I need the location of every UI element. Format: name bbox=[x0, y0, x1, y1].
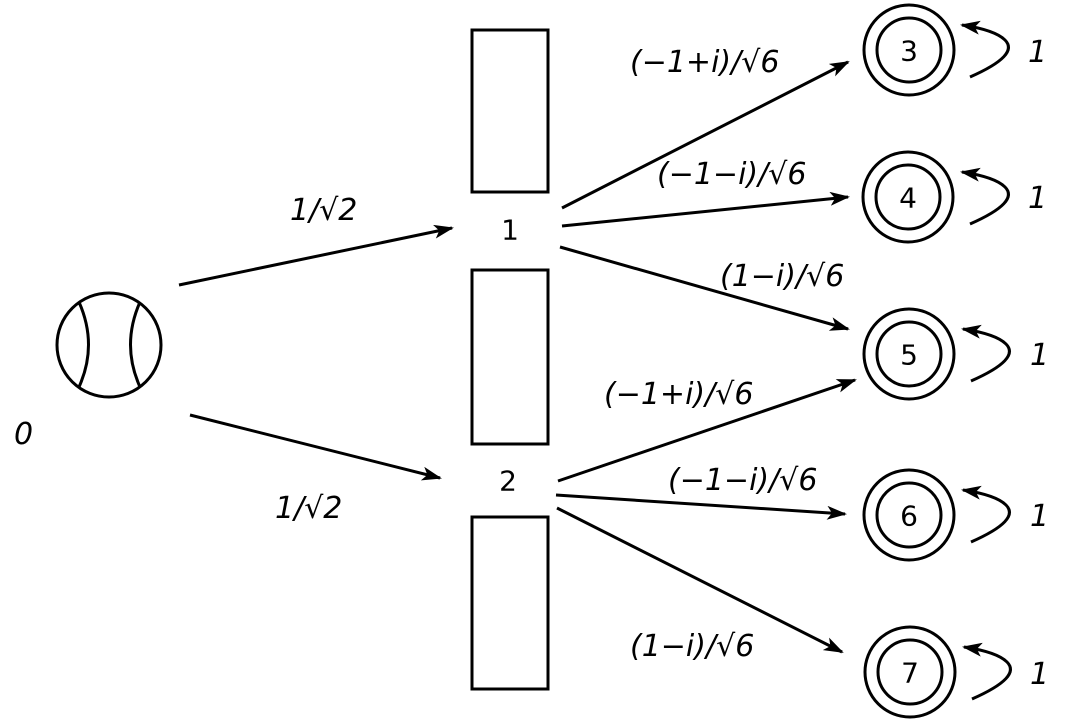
edge-1-5-label: (1−i)/√6 bbox=[720, 259, 844, 294]
edge-2-6-label: (−1−i)/√6 bbox=[668, 463, 817, 498]
edge-2-7-label: (1−i)/√6 bbox=[630, 629, 754, 664]
baseball-icon bbox=[55, 291, 163, 399]
self-loop-5 bbox=[961, 324, 1011, 383]
edge-1-5 bbox=[559, 245, 850, 331]
target-node-3-label: 3 bbox=[900, 35, 918, 68]
slit-1-label: 1 bbox=[501, 214, 519, 247]
target-node-4-label: 4 bbox=[899, 182, 917, 215]
self-loop-6-label: 1 bbox=[1030, 499, 1049, 534]
self-loop-5-label: 1 bbox=[1030, 338, 1049, 373]
edge-2-7 bbox=[556, 506, 844, 654]
edge-1-3-label: (−1+i)/√6 bbox=[630, 45, 779, 80]
self-loop-3-label: 1 bbox=[1028, 35, 1047, 70]
source-label: 0 bbox=[14, 417, 33, 452]
target-node-3: 3 1 bbox=[862, 3, 1047, 97]
edge-0-1-label: 1/√2 bbox=[290, 193, 357, 228]
target-node-7-label: 7 bbox=[901, 657, 919, 690]
edge-0-2-label: 1/√2 bbox=[275, 491, 342, 526]
edge-2-6 bbox=[555, 493, 847, 520]
edge-2-5-label: (−1+i)/√6 bbox=[604, 377, 753, 412]
barrier-wall-bottom bbox=[470, 515, 550, 691]
target-node-5-label: 5 bbox=[900, 339, 918, 372]
edge-0-2 bbox=[189, 413, 442, 481]
self-loop-7 bbox=[962, 642, 1012, 701]
barrier-wall-middle bbox=[470, 268, 550, 446]
barrier-wall-top bbox=[470, 28, 550, 194]
barrier bbox=[470, 28, 550, 691]
slit-2-label: 2 bbox=[499, 465, 517, 498]
edge-0-1 bbox=[178, 224, 454, 287]
self-loop-7-label: 1 bbox=[1030, 657, 1049, 692]
edge-1-3 bbox=[561, 60, 850, 210]
self-loop-3 bbox=[960, 20, 1010, 79]
target-node-6: 6 1 bbox=[862, 468, 1049, 562]
edge-1-4 bbox=[561, 191, 850, 228]
target-node-7: 7 1 bbox=[863, 625, 1049, 719]
self-loop-6 bbox=[961, 485, 1011, 544]
target-node-4: 4 1 bbox=[861, 150, 1047, 244]
source-node: 0 bbox=[14, 291, 163, 452]
edge-2-5 bbox=[557, 378, 857, 483]
self-loop-4 bbox=[960, 167, 1010, 226]
self-loop-4-label: 1 bbox=[1028, 181, 1047, 216]
target-node-6-label: 6 bbox=[900, 500, 918, 533]
edge-1-4-label: (−1−i)/√6 bbox=[657, 157, 806, 192]
target-node-5: 5 1 bbox=[862, 307, 1049, 401]
